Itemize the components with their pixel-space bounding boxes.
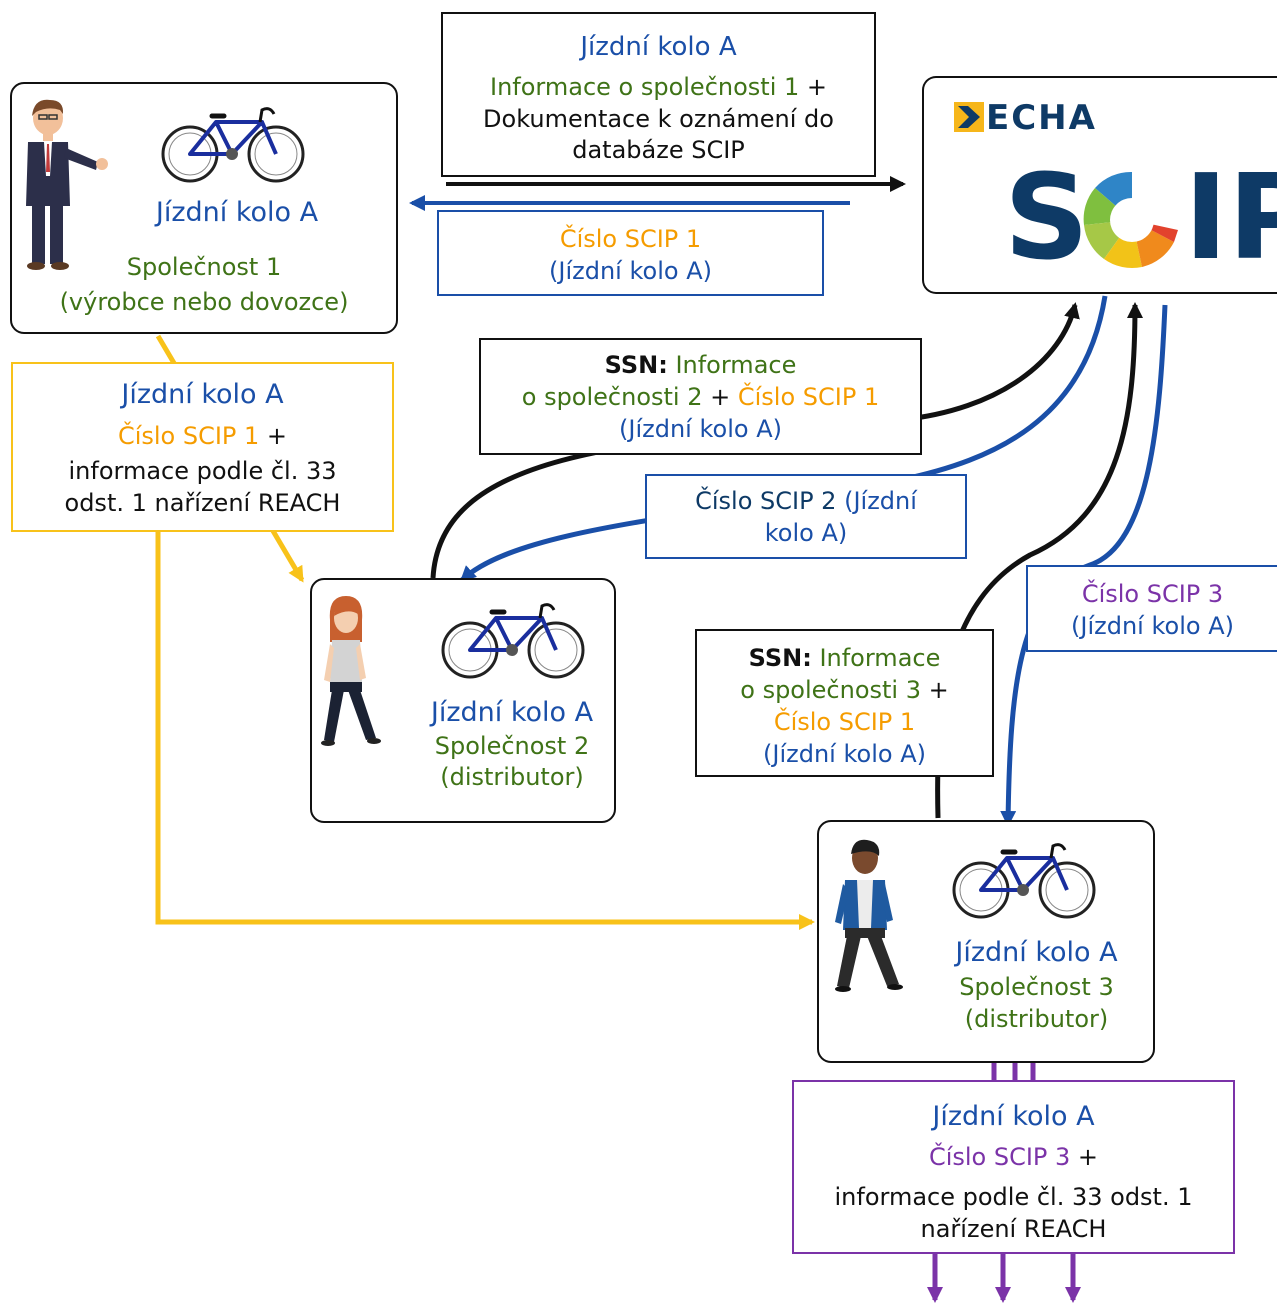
company3-role: (distributor) xyxy=(964,1005,1109,1033)
label-downstream: Jízdní kolo A Číslo SCIP 3 + informace p… xyxy=(792,1080,1235,1254)
submission-line1: Informace o společnosti 1 + xyxy=(443,72,874,103)
company2-box: Jízdní kolo A Společnost 2 (distributor) xyxy=(310,578,616,823)
submission-line3: databáze SCIP xyxy=(572,136,745,164)
downstream-number-line: Číslo SCIP 3 + xyxy=(794,1142,1233,1173)
company2-name: Společnost 2 xyxy=(434,732,590,760)
scip1-product: (Jízdní kolo A) xyxy=(549,257,712,285)
company3-box: Jízdní kolo A Společnost 3 (distributor) xyxy=(817,820,1155,1063)
submission-line2: Dokumentace k oznámení do xyxy=(483,105,834,133)
downstream-line1: informace podle čl. 33 odst. 1 xyxy=(834,1183,1193,1211)
ssn2-tag: SSN: xyxy=(604,351,668,379)
label-submission-c1: Jízdní kolo A Informace o společnosti 1 … xyxy=(441,12,876,177)
scip-database-box: ECHA S IP SCIP xyxy=(922,76,1277,294)
downstream-line2: nařízení REACH xyxy=(920,1215,1107,1243)
company1-product: Jízdní kolo A xyxy=(155,197,319,228)
scip-wordmark: S IP xyxy=(1004,158,1277,276)
bicycle-icon xyxy=(441,603,585,679)
company1-box: Jízdní kolo A Společnost 1 (výrobce nebo… xyxy=(10,82,398,334)
scip2-number: Číslo SCIP 2 xyxy=(695,487,845,515)
company3-product: Jízdní kolo A xyxy=(955,937,1118,968)
label-ssn-c3: SSN: Informace o společnosti 3 + Číslo S… xyxy=(695,629,994,777)
submission-company-info: Informace o společnosti 1 xyxy=(489,73,800,101)
ssn3-tag: SSN: xyxy=(748,644,812,672)
scip-color-c-icon xyxy=(1083,171,1178,269)
scip-letter-s: S xyxy=(1004,148,1089,286)
arrow-yellow-to-c3 xyxy=(155,520,815,930)
bicycle-icon xyxy=(952,843,1096,919)
ssn3-number: Číslo SCIP 1 xyxy=(773,708,916,736)
ssn3-product: (Jízdní kolo A) xyxy=(763,740,926,768)
downstream-number: Číslo SCIP 3 xyxy=(928,1143,1071,1171)
info-c2-line1: informace podle čl. 33 xyxy=(68,457,337,485)
ssn3-line1: SSN: Informace xyxy=(697,643,992,674)
info-c2-line2: odst. 1 nařízení REACH xyxy=(64,489,341,517)
echa-brand: ECHA xyxy=(986,98,1097,138)
company2-role: (distributor) xyxy=(440,763,584,791)
company2-product: Jízdní kolo A xyxy=(430,697,594,728)
info-c2-number: Číslo SCIP 1 xyxy=(117,422,260,450)
scip2-line1: Číslo SCIP 2 (Jízdní xyxy=(647,486,965,517)
ssn3-line2: o společnosti 3 + xyxy=(697,675,992,706)
ssn3-plus: + xyxy=(921,676,949,704)
scip2-product-a: (Jízdní xyxy=(844,487,917,515)
submission-product: Jízdní kolo A xyxy=(580,32,737,62)
ssn2-info-a: Informace xyxy=(667,351,797,379)
scip-letters-ip: IP xyxy=(1184,148,1277,286)
ssn3-info-b: o společnosti 3 xyxy=(740,676,921,704)
ssn2-number: Číslo SCIP 1 xyxy=(737,383,880,411)
scip3-number: Číslo SCIP 3 xyxy=(1081,580,1224,608)
echa-logo-icon xyxy=(954,102,984,132)
ssn2-line1: SSN: Informace xyxy=(481,350,920,381)
info-c2-product: Jízdní kolo A xyxy=(121,379,284,410)
label-scip-number-3: Číslo SCIP 3 (Jízdní kolo A) xyxy=(1026,565,1277,652)
downstream-product: Jízdní kolo A xyxy=(932,1101,1095,1132)
downstream-plus: + xyxy=(1070,1143,1099,1171)
info-c2-number-line: Číslo SCIP 1 + xyxy=(13,421,392,452)
ssn2-info-b: o společnosti 2 xyxy=(521,383,703,411)
label-info-to-c2: Jízdní kolo A Číslo SCIP 1 + informace p… xyxy=(11,362,394,532)
ssn2-line2: o společnosti 2 + Číslo SCIP 1 xyxy=(481,382,920,413)
scip3-product: (Jízdní kolo A) xyxy=(1071,612,1234,640)
info-c2-plus: + xyxy=(259,422,288,450)
submission-plus: + xyxy=(799,73,828,101)
ssn2-plus: + xyxy=(702,383,738,411)
businesswoman-icon xyxy=(321,596,381,746)
company1-name: Společnost 1 xyxy=(126,253,282,281)
label-ssn-c2: SSN: Informace o společnosti 2 + Číslo S… xyxy=(479,338,922,455)
company3-name: Společnost 3 xyxy=(959,973,1114,1001)
businessman-icon xyxy=(26,99,108,270)
scip2-product-b: kolo A) xyxy=(764,519,848,547)
man-walking-icon xyxy=(835,839,903,992)
ssn3-info-a: Informace xyxy=(811,644,941,672)
label-scip-number-1: Číslo SCIP 1 (Jízdní kolo A) xyxy=(437,210,824,296)
label-scip-number-2: Číslo SCIP 2 (Jízdní kolo A) xyxy=(645,474,967,559)
company1-role: (výrobce nebo dovozce) xyxy=(59,288,349,316)
scip1-number: Číslo SCIP 1 xyxy=(559,225,702,253)
bicycle-icon xyxy=(161,107,305,183)
ssn2-product: (Jízdní kolo A) xyxy=(619,415,782,443)
